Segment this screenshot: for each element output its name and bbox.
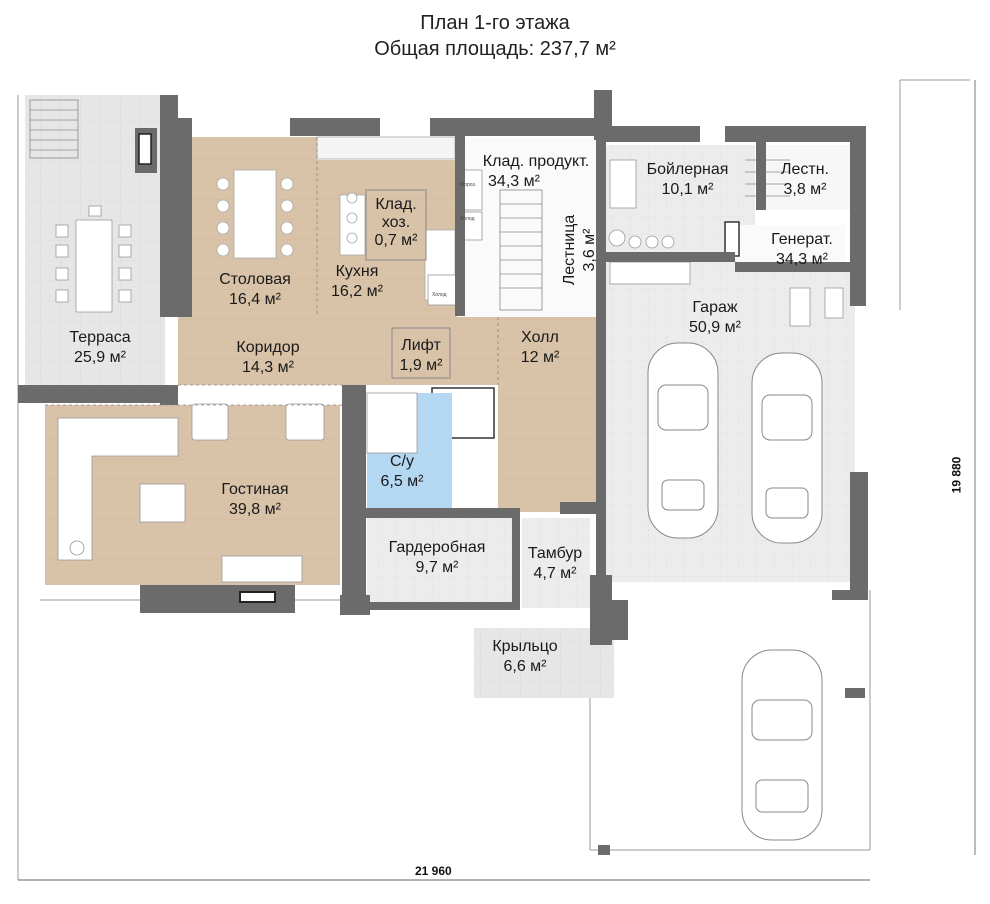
room-label-hall: Холл 12 м² xyxy=(500,328,580,368)
room-area: 39,8 м² xyxy=(229,501,281,518)
room-name: С/у xyxy=(390,453,414,470)
room-area: 1,9 м² xyxy=(399,357,443,374)
plan-title: План 1-го этажа xyxy=(420,12,570,34)
pantry-stairs xyxy=(499,189,543,311)
kitchen-counter xyxy=(316,136,456,160)
room-name: Лифт xyxy=(401,337,441,354)
room-area: 34,3 м² xyxy=(776,251,828,268)
hall-floor xyxy=(498,317,596,512)
room-area: 3,6 м² xyxy=(581,228,598,272)
room-name: Столовая xyxy=(219,271,291,288)
fridge-label-2: Холод xyxy=(432,292,447,298)
room-area: 12 м² xyxy=(520,349,560,366)
room-label-lift: Лифт 1,9 м² xyxy=(385,336,457,376)
garage-racks xyxy=(609,261,844,327)
room-label-vestibule: Тамбур 4,7 м² xyxy=(510,544,600,584)
small-stair-floor xyxy=(765,145,855,210)
terrace-stairs xyxy=(29,99,79,159)
room-area: 14,3 м² xyxy=(242,359,294,376)
room-label-living: Гостиная 39,8 м² xyxy=(200,480,310,520)
room-label-boiler: Бойлерная 10,1 м² xyxy=(630,160,745,200)
room-area: 16,4 м² xyxy=(229,291,281,308)
room-area: 4,7 м² xyxy=(533,565,577,582)
room-area: 3,8 м² xyxy=(783,181,827,198)
room-area: 0,7 м² xyxy=(374,232,418,249)
fireplace-icon xyxy=(239,591,276,603)
room-label-generator: Генерат. 34,3 м² xyxy=(752,230,852,270)
room-name: Клад. xyxy=(375,196,417,213)
room-name: Гардеробная xyxy=(388,539,486,556)
room-label-pantry: Клад. продукт. xyxy=(466,152,606,172)
terrace-table xyxy=(55,205,132,313)
room-name: Гараж xyxy=(692,299,738,316)
boiler-equipment xyxy=(608,159,675,249)
room-area: 16,2 м² xyxy=(331,283,383,300)
room-area: 6,6 м² xyxy=(503,658,547,675)
room-area: 6,5 м² xyxy=(380,473,424,490)
room-name: Лестница xyxy=(561,214,578,286)
room-name: Коридор xyxy=(236,339,300,356)
dining-table xyxy=(216,169,294,259)
room-label-small-stair: Лестн. 3,8 м² xyxy=(765,160,845,200)
room-name: Терраса xyxy=(69,329,131,346)
car-icon xyxy=(647,342,823,841)
room-label-staircase: Лестница 3,6 м² xyxy=(560,200,600,300)
room-name: Тамбур xyxy=(527,545,583,562)
dashed-dividers xyxy=(45,137,499,406)
small-stair-steps xyxy=(745,159,790,197)
wardrobe-floor xyxy=(367,518,517,608)
room-name: Крыльцо xyxy=(492,638,558,655)
room-area: 34,3 м² xyxy=(488,173,540,190)
room-name: Генерат. xyxy=(771,231,833,248)
wc-bath xyxy=(366,392,418,454)
room-name: Клад. продукт. xyxy=(482,153,590,170)
room-label-terrace: Терраса 25,9 м² xyxy=(50,328,150,368)
room-name: Бойлерная xyxy=(646,161,729,178)
width-dimension: 21 960 xyxy=(415,864,452,878)
room-label-garage: Гараж 50,9 м² xyxy=(665,298,765,338)
freezer-label: Мороз. xyxy=(460,182,477,188)
room-area: 9,7 м² xyxy=(415,559,459,576)
generator-floor xyxy=(735,225,845,265)
plan-subtitle: Общая площадь: 237,7 м² xyxy=(374,38,616,60)
room-label-wc: С/у 6,5 м² xyxy=(362,452,442,492)
room-label-storage: Клад. хоз. 0,7 м² xyxy=(362,196,430,250)
lift-shaft xyxy=(391,327,451,379)
room-area: 25,9 м² xyxy=(74,349,126,366)
vestibule-floor xyxy=(522,518,590,608)
terrace-fireplace xyxy=(138,133,152,165)
room-name-2: хоз. xyxy=(381,214,411,231)
room-name: Гостиная xyxy=(221,481,289,498)
dimension-lines xyxy=(18,80,976,881)
room-label-porch: Крыльцо 6,6 м² xyxy=(475,637,575,677)
room-area: 50,9 м² xyxy=(689,319,741,336)
fridge-label-1: Холод xyxy=(460,216,475,222)
walls xyxy=(18,90,868,855)
room-label-wardrobe: Гардеробная 9,7 м² xyxy=(372,538,502,578)
room-area: 10,1 м² xyxy=(661,181,714,198)
generator-box xyxy=(724,221,740,257)
room-name: Холл xyxy=(521,329,559,346)
room-name: Лестн. xyxy=(780,161,829,178)
room-label-kitchen: Кухня 16,2 м² xyxy=(312,262,402,302)
room-label-corridor: Коридор 14,3 м² xyxy=(218,338,318,378)
room-label-pantry-area: 34,3 м² xyxy=(474,172,554,192)
living-furniture xyxy=(57,403,325,583)
room-label-dining: Столовая 16,4 м² xyxy=(205,270,305,310)
height-dimension: 19 880 xyxy=(949,456,964,494)
storage-room xyxy=(365,189,427,261)
room-name: Кухня xyxy=(335,263,379,280)
